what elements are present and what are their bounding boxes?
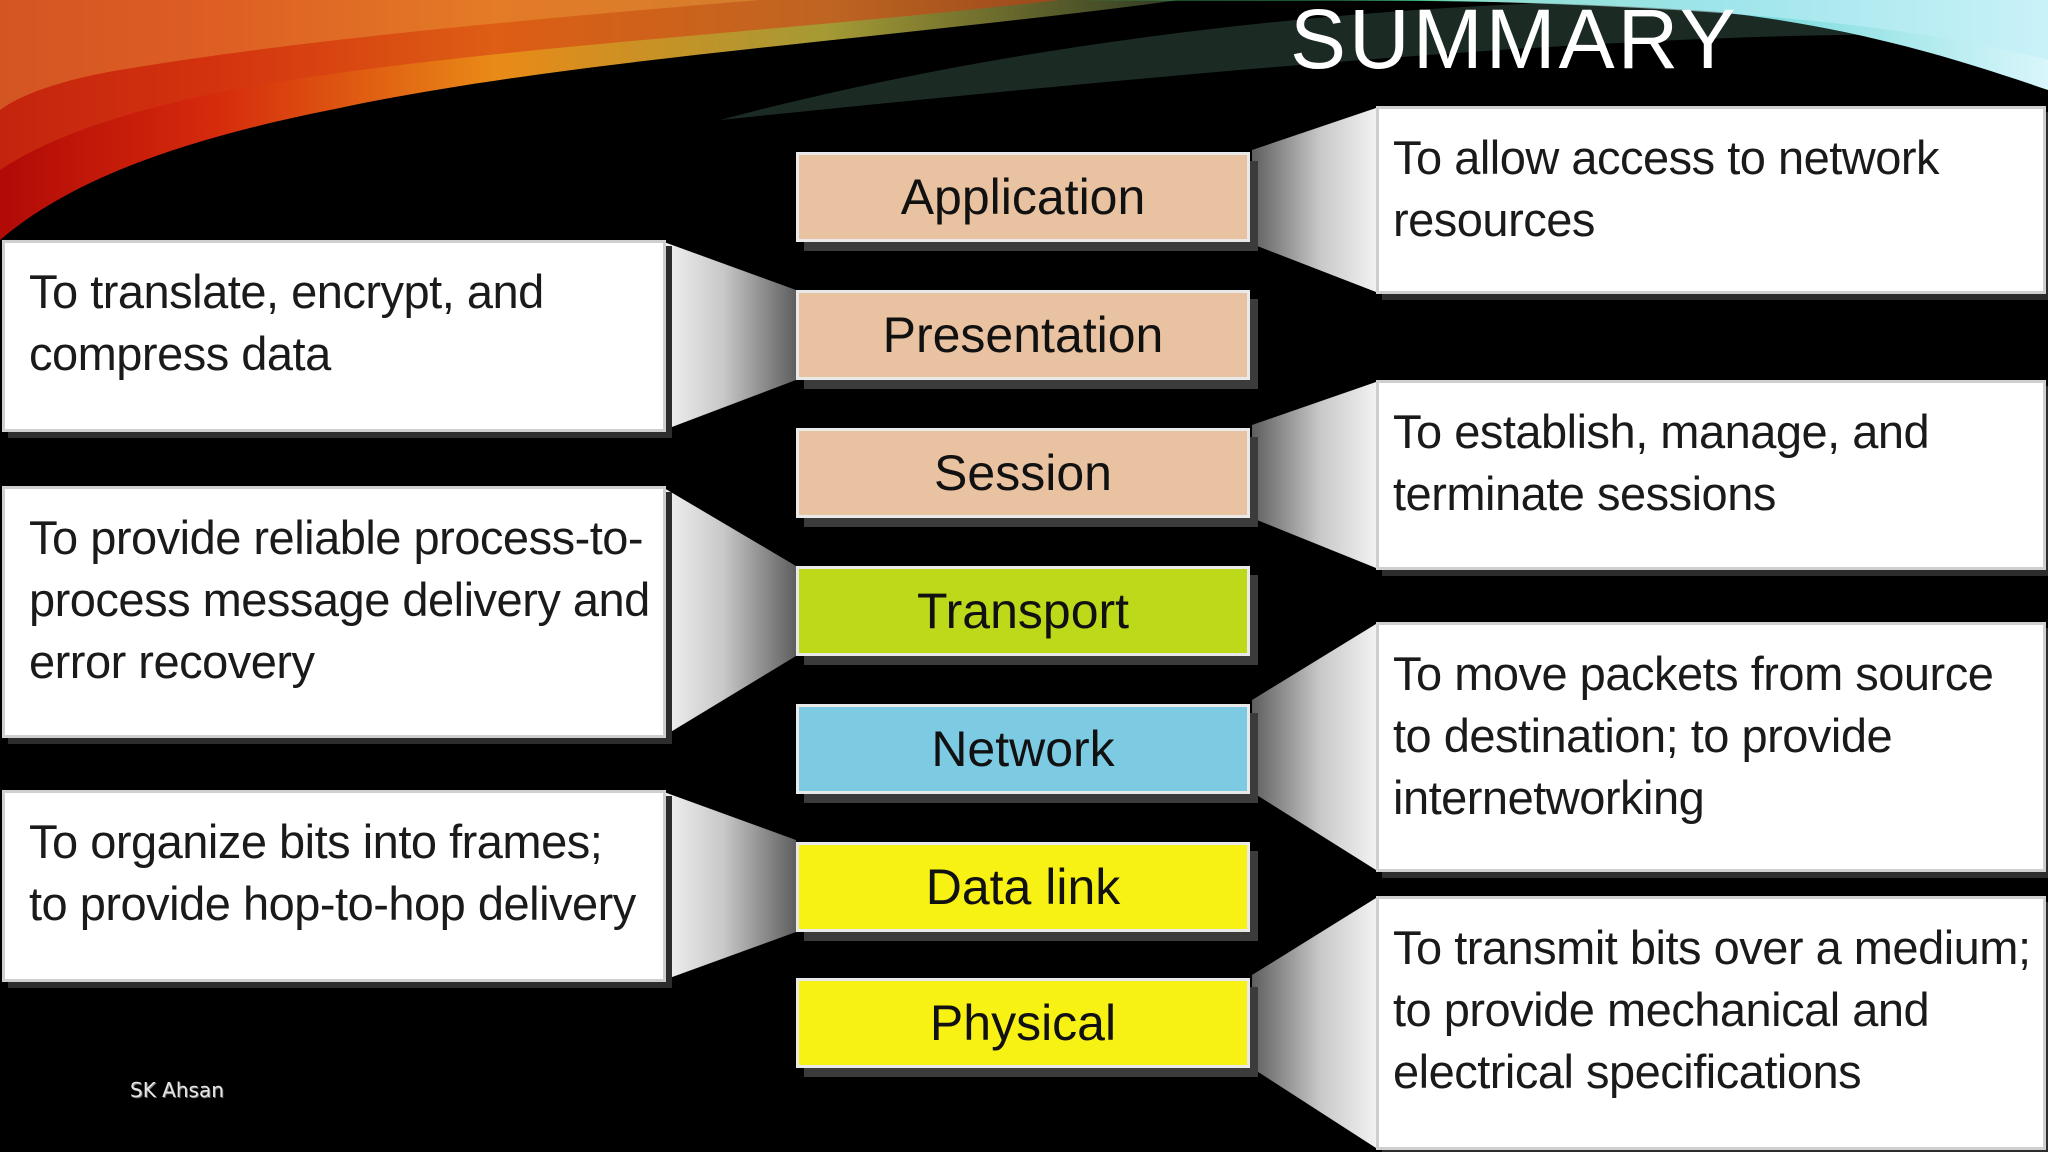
layer-label: Session — [934, 445, 1112, 501]
layer-label: Application — [900, 169, 1146, 225]
connector-session — [1252, 382, 1376, 568]
layer-session: Session — [796, 428, 1250, 518]
description-application: To allow access to network resources — [1376, 106, 2046, 294]
layer-label: Presentation — [882, 307, 1164, 363]
description-data-link: To organize bits into frames; to provide… — [2, 790, 666, 982]
connector-transport — [664, 488, 796, 736]
connector-physical — [1252, 898, 1376, 1148]
layer-physical: Physical — [796, 978, 1250, 1068]
description-session: To establish, manage, and terminate sess… — [1376, 380, 2046, 570]
connector-data-link — [664, 792, 796, 980]
description-network: To move packets from source to destinati… — [1376, 622, 2046, 872]
description-physical: To transmit bits over a medium; to provi… — [1376, 896, 2046, 1150]
layer-label: Physical — [929, 995, 1117, 1051]
description-presentation: To translate, encrypt, and compress data — [2, 240, 666, 432]
connector-network — [1252, 624, 1376, 870]
connector-presentation — [664, 242, 796, 430]
layer-transport: Transport — [796, 566, 1250, 656]
layer-label: Data link — [925, 859, 1121, 915]
layer-presentation: Presentation — [796, 290, 1250, 380]
connector-application — [1252, 108, 1376, 292]
layer-application: Application — [796, 152, 1250, 242]
layer-label: Transport — [916, 583, 1130, 639]
layer-label: Network — [931, 721, 1115, 777]
description-transport: To provide reliable process-to- process … — [2, 486, 666, 738]
layer-network: Network — [796, 704, 1250, 794]
author-credit: SK Ahsan — [130, 1078, 224, 1102]
slide-title: SUMMARY — [1290, 0, 1739, 86]
layer-data-link: Data link — [796, 842, 1250, 932]
